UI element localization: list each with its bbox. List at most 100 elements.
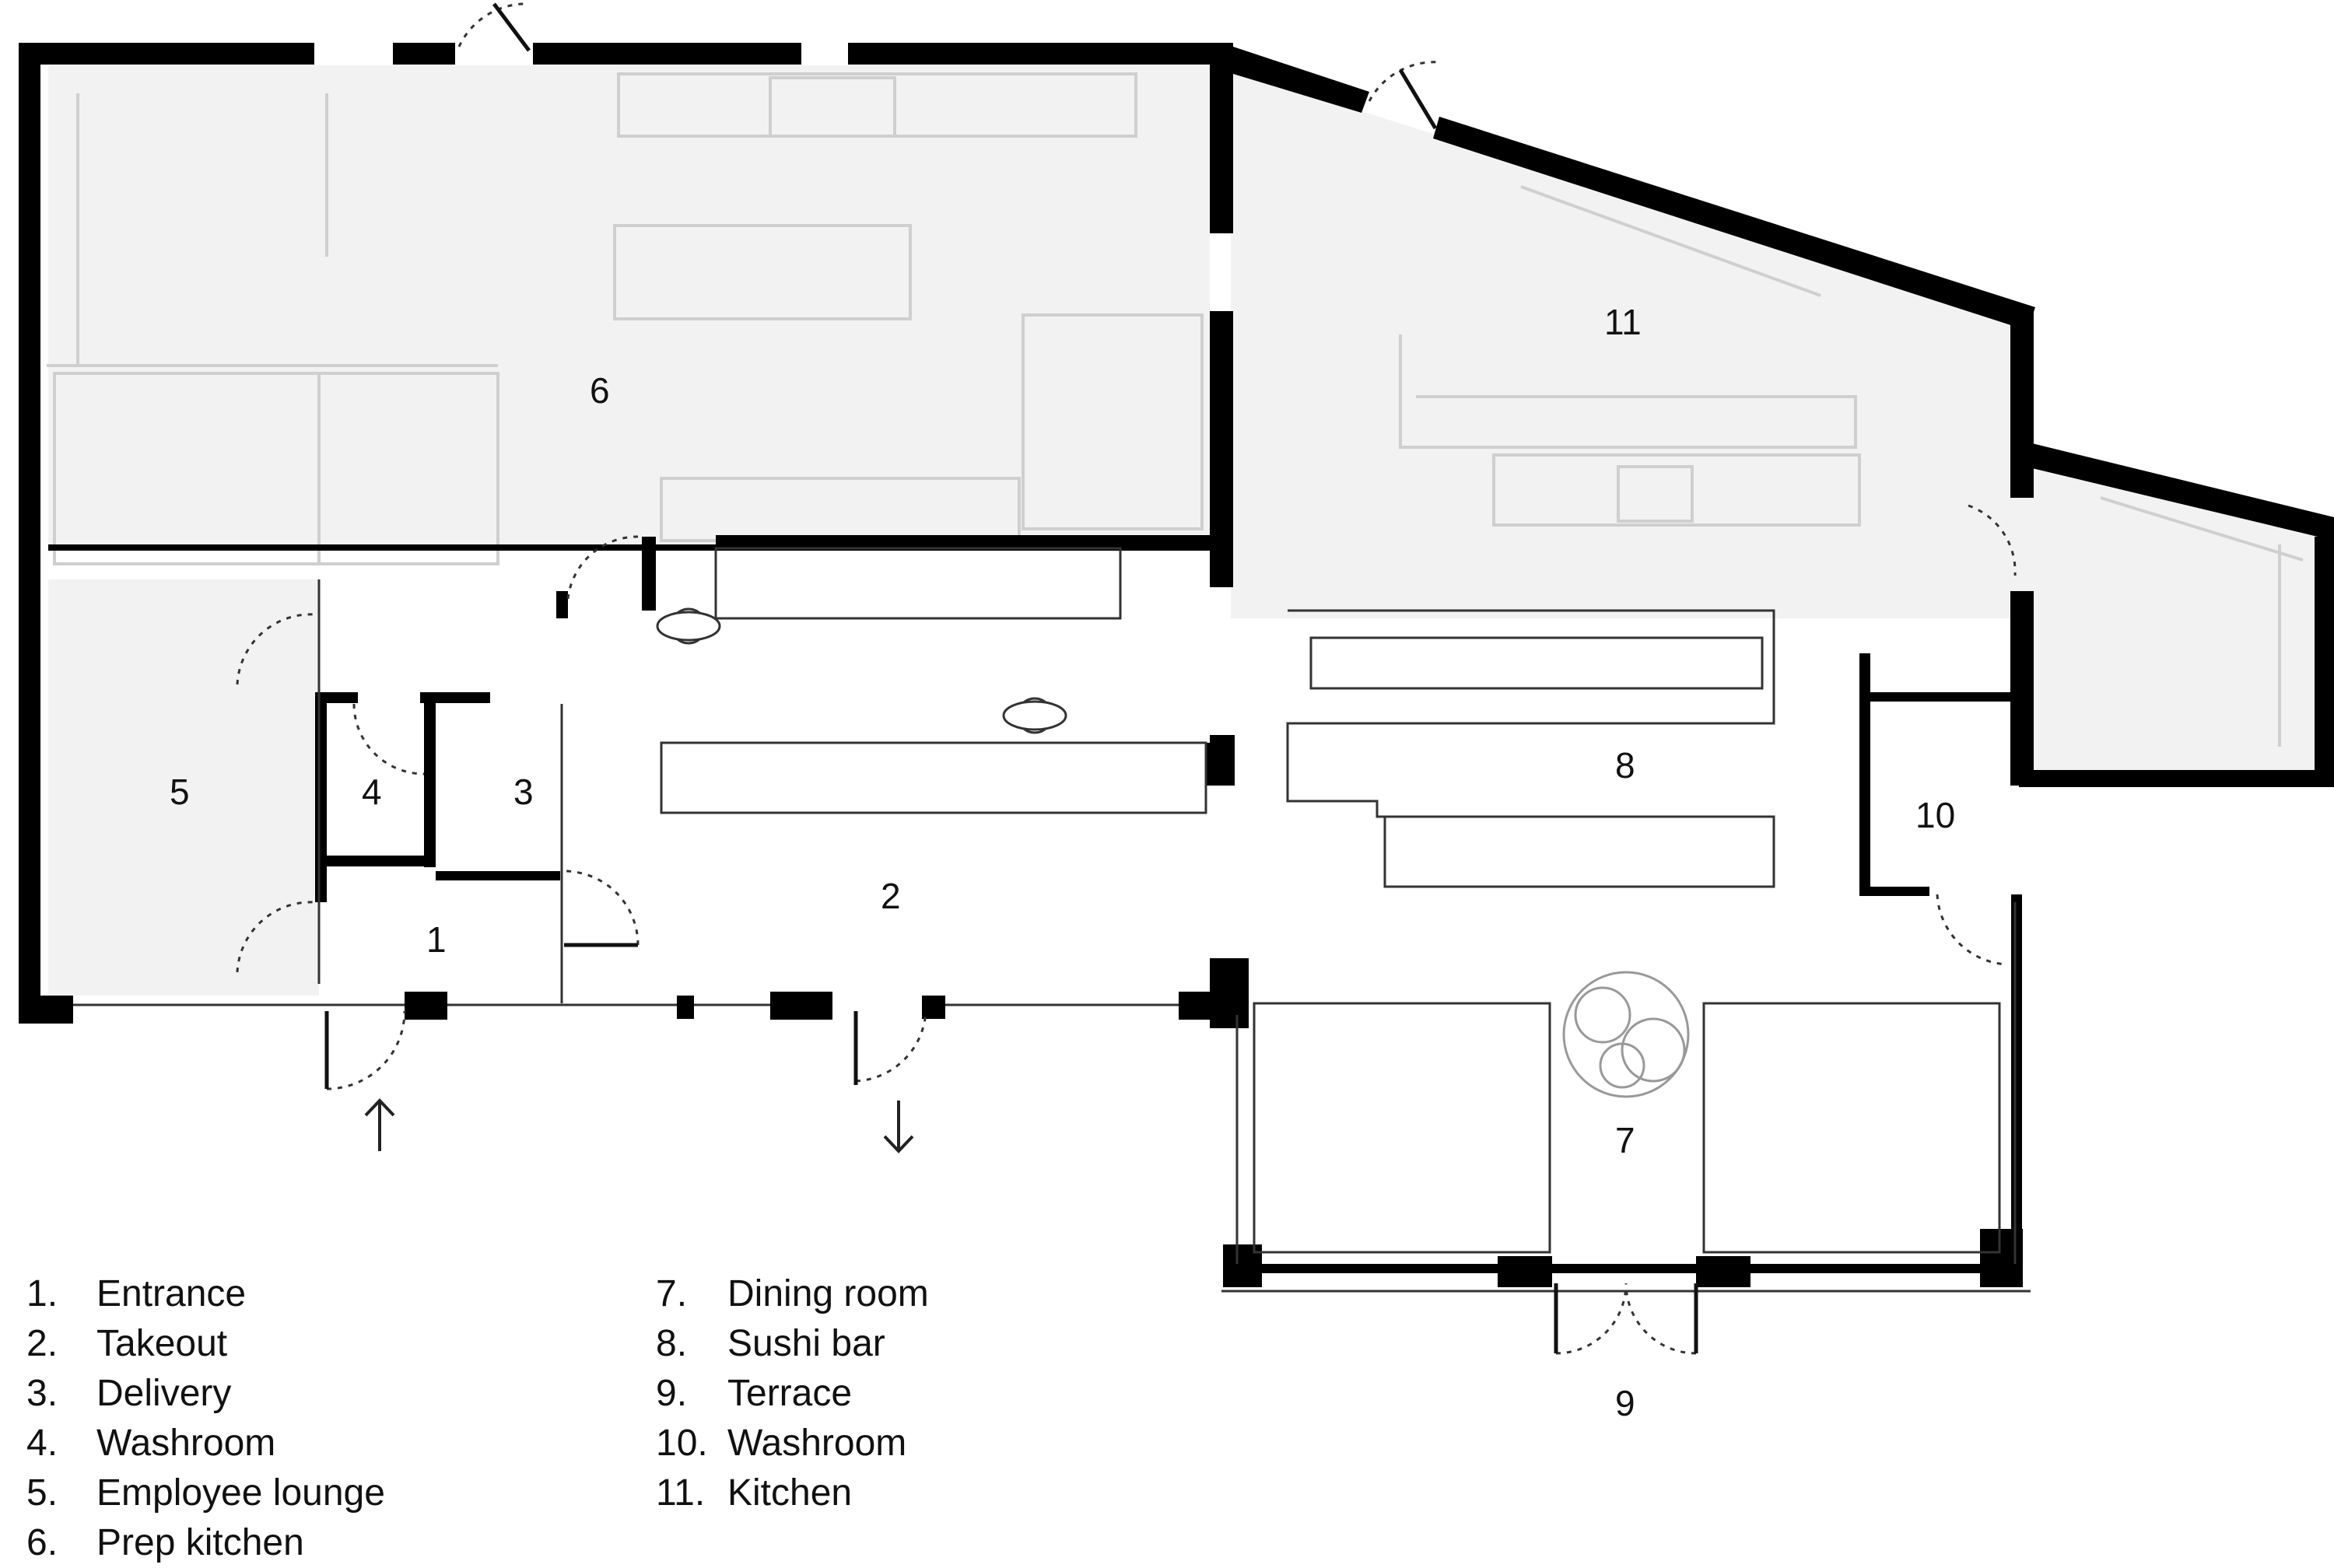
- legend-number: 6.: [26, 1522, 58, 1563]
- wall-washroom10-bottom: [1859, 887, 1929, 896]
- walk-in-cooler: [1022, 313, 1204, 530]
- legend-label: Dining room: [727, 1273, 929, 1314]
- wall-dining-bottom-a: [1237, 1264, 1727, 1273]
- legend-item: 7. Dining room: [656, 1269, 929, 1319]
- legend-item: 3.Delivery: [26, 1369, 385, 1419]
- down-arrow: [883, 1101, 914, 1153]
- legend-number: 4.: [26, 1423, 58, 1464]
- legend-item: 2.Takeout: [26, 1319, 385, 1369]
- washroom-door-swing: [352, 703, 425, 775]
- legend-number: 7.: [656, 1273, 688, 1314]
- wall-annex-top: [2032, 443, 2334, 541]
- legend-number: 9.: [656, 1373, 688, 1414]
- prep-island: [613, 224, 912, 320]
- legend-number: 11.: [656, 1472, 706, 1514]
- legend-label: Sushi bar: [727, 1323, 885, 1364]
- kitchen-line: [1399, 334, 1857, 449]
- room-number-10: 10: [1915, 795, 1955, 835]
- dining-banquette-right: [1702, 1002, 2001, 1254]
- wall-top-right: [926, 43, 1233, 65]
- up-arrow: [364, 1098, 395, 1151]
- wall-front-c: [677, 996, 694, 1019]
- top-door-swing: [457, 2, 530, 47]
- wall-dining-left: [1210, 958, 1249, 1028]
- delivery-door-swing: [563, 870, 640, 946]
- kitchen-door-leaf: [1398, 68, 1438, 130]
- wall-top-mid-a: [393, 43, 455, 65]
- wall-bottom-left: [19, 996, 73, 1024]
- legend-label: Entrance: [96, 1273, 247, 1314]
- kitchen-island: [1492, 453, 1861, 527]
- wall-front-e: [1179, 992, 1214, 1020]
- wall-washroom-top-b: [420, 692, 490, 703]
- wall-front-b: [770, 992, 832, 1020]
- tree-icon: [1562, 971, 1690, 1098]
- wall-washroom-top: [327, 692, 358, 703]
- wall-dining-bottom-d: [1750, 1264, 1984, 1273]
- wall-kitchen-slant-b: [1433, 117, 2035, 331]
- wall-front-d: [922, 996, 945, 1019]
- kitchen-shelf: [2100, 496, 2304, 562]
- legend-number: 2.: [26, 1323, 58, 1364]
- wall-kitchen-right-a: [2010, 307, 2034, 498]
- legend-number: 3.: [26, 1373, 58, 1414]
- stove: [769, 76, 896, 138]
- wall-front-a: [405, 992, 447, 1020]
- legend-item: 9. Terrace: [656, 1369, 929, 1419]
- legend-label: Prep kitchen: [96, 1522, 304, 1563]
- legend-number: 10.: [656, 1423, 708, 1464]
- legend-label: Washroom: [727, 1423, 907, 1464]
- wall-washroom10-left: [1859, 653, 1870, 894]
- wall-washroom10-top: [1870, 692, 2014, 702]
- legend-number: 1.: [26, 1273, 58, 1314]
- wall-top-mid-c: [848, 43, 926, 65]
- legend-label: Employee lounge: [96, 1472, 385, 1514]
- legend-number: 8.: [656, 1323, 688, 1364]
- storage-room-b: [317, 372, 499, 565]
- person-icon: [656, 607, 1067, 734]
- takeout-counter: [660, 741, 1207, 814]
- room-number-8: 8: [1615, 745, 1635, 786]
- legend-label: Kitchen: [727, 1472, 853, 1514]
- room-number-1: 1: [426, 919, 447, 960]
- pass-through-shelf: [714, 547, 1122, 620]
- dining-banquette-left: [1253, 1002, 1551, 1254]
- entrance-door-swing: [326, 1010, 406, 1090]
- legend-item: 11. Kitchen: [656, 1468, 929, 1518]
- legend-item: 1. Entrance: [26, 1269, 385, 1319]
- lounge-door-swing: [236, 901, 316, 973]
- room-numbers: 1 2 3 4 5 6 7 8 9 10 11: [170, 302, 1955, 1423]
- kitchen-fill: [1231, 70, 2326, 774]
- legend-item: 4.Washroom: [26, 1419, 385, 1468]
- lounge-door-swing: [236, 613, 316, 685]
- prep-door-swing: [566, 535, 639, 600]
- walls: [19, 43, 2334, 1287]
- wall-takeout-top-c: [716, 535, 1221, 549]
- wall-annex-bottom: [2019, 770, 2334, 787]
- wall-washroom-bottom: [327, 856, 436, 866]
- wall-top-left: [19, 43, 314, 65]
- wall-delivery-bottom: [436, 871, 560, 880]
- wall-washroom-right: [424, 692, 436, 867]
- room-number-9: 9: [1615, 1383, 1635, 1423]
- wall-prep-right-a: [1210, 43, 1233, 233]
- wall-kitchen-right-b: [2010, 591, 2034, 786]
- room-number-4: 4: [362, 772, 382, 812]
- wall-washroom-left: [315, 692, 327, 902]
- legend-label: Terrace: [727, 1373, 853, 1414]
- wall-kitchen-slant-a: [1233, 47, 1369, 113]
- wall-annex-right: [2315, 537, 2334, 774]
- exit-door-swing: [855, 1010, 927, 1083]
- wall-dining-bottom-b: [1498, 1256, 1552, 1287]
- prep-kitchen-fill: [48, 65, 1210, 544]
- room-number-3: 3: [513, 772, 534, 812]
- door-leaves: [324, 2, 1698, 1353]
- kitchen-door-swing: [1368, 61, 1440, 102]
- wall-dining-right: [2011, 894, 2022, 1268]
- washroom10-door-swing: [1936, 894, 2008, 966]
- wall-left: [19, 43, 40, 1023]
- sushi-bar-counter: [1286, 609, 1775, 888]
- room-number-11: 11: [1604, 302, 1642, 342]
- legend-item: 6. Prep kitchen: [26, 1518, 385, 1568]
